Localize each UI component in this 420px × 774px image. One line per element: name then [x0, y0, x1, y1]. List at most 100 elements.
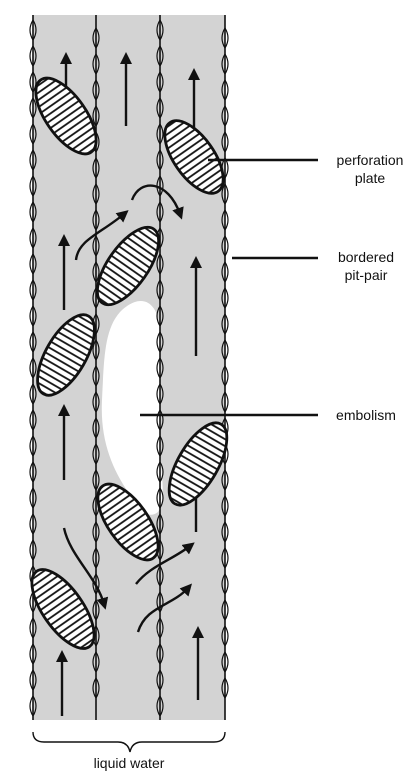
- bordered-pit-icon: [29, 44, 37, 68]
- bordered-pit-icon: [92, 234, 100, 258]
- bordered-pit-icon: [156, 122, 164, 146]
- bordered-pit-icon: [156, 486, 164, 510]
- bordered-pit-icon: [221, 52, 229, 76]
- flow-arrow: [135, 542, 195, 585]
- bordered-pit-icon: [221, 364, 229, 388]
- flow-arrows: [56, 52, 204, 716]
- bordered-pit-icon: [92, 338, 100, 362]
- bordered-pit-icon: [29, 668, 37, 692]
- flow-arrow: [130, 184, 184, 220]
- embolism-label: embolism: [336, 407, 396, 423]
- bordered-pit-icon: [221, 676, 229, 700]
- bordered-pit-icon: [221, 234, 229, 258]
- bordered-pit-icon: [92, 156, 100, 180]
- bordered-pit-icon: [29, 252, 37, 276]
- flow-arrow: [74, 210, 129, 261]
- bordered-pit-icon: [29, 538, 37, 562]
- perforation-plate-icon: [167, 421, 229, 507]
- bordered-pit-icon: [156, 434, 164, 458]
- bordered-pit-icon: [92, 676, 100, 700]
- liquid-water-brace: [32, 731, 226, 753]
- bordered-pit-icon: [221, 130, 229, 154]
- bordered-pit-icon: [156, 512, 164, 536]
- bordered-pit-icon: [29, 486, 37, 510]
- perforation-plate-icon: [30, 568, 96, 650]
- bordered-pit-icon: [29, 226, 37, 250]
- bordered-pit-icon: [29, 512, 37, 536]
- bordered-pit-icon: [92, 416, 100, 440]
- bordered-pit-icon: [29, 694, 37, 718]
- bordered-pit-icon: [92, 546, 100, 570]
- perforation-plate-icon: [36, 313, 96, 397]
- bordered-pit-icon: [156, 564, 164, 588]
- perforation-plate-icon: [96, 225, 160, 307]
- pit-pair-label-2: pit-pair: [345, 267, 388, 283]
- bordered-pit-icon: [29, 434, 37, 458]
- bordered-pit-icon: [92, 390, 100, 414]
- bordered-pit-icon: [156, 694, 164, 718]
- bordered-pit-icon: [221, 494, 229, 518]
- perforation-plates: [30, 76, 229, 650]
- bordered-pit-icon: [92, 468, 100, 492]
- bordered-pit-icon: [29, 356, 37, 380]
- bordered-pit-icon: [92, 104, 100, 128]
- bordered-pit-icon: [156, 252, 164, 276]
- bordered-pit-icon: [29, 200, 37, 224]
- bordered-pit-icon: [156, 382, 164, 406]
- bordered-pit-icon: [156, 356, 164, 380]
- bordered-pit-icon: [156, 148, 164, 172]
- bordered-pit-icon: [221, 468, 229, 492]
- bordered-pit-icon: [92, 78, 100, 102]
- bordered-pit-icon: [29, 70, 37, 94]
- bordered-pit-icon: [221, 598, 229, 622]
- flow-arrow: [62, 527, 109, 610]
- bordered-pit-icon: [221, 546, 229, 570]
- perforation-plate-icon: [34, 76, 98, 156]
- bordered-pit-icon: [221, 650, 229, 674]
- perforation-plate-label-2: plate: [355, 170, 386, 186]
- bordered-pit-icon: [156, 174, 164, 198]
- bordered-pit-icon: [156, 70, 164, 94]
- perforation-plate-icon: [163, 119, 225, 195]
- perforation-plate-label-1: perforation: [337, 152, 404, 168]
- bordered-pit-icon: [156, 460, 164, 484]
- bordered-pit-icon: [221, 260, 229, 284]
- bordered-pit-icon: [156, 616, 164, 640]
- bordered-pit-icon: [156, 668, 164, 692]
- pit-pair-label-1: bordered: [338, 249, 394, 265]
- bordered-pit-icon: [92, 26, 100, 50]
- bordered-pit-icon: [29, 278, 37, 302]
- bordered-pit-icon: [221, 156, 229, 180]
- bordered-pit-icon: [156, 18, 164, 42]
- bordered-pit-icon: [92, 182, 100, 206]
- bordered-pit-icon: [29, 304, 37, 328]
- bordered-pit-icon: [221, 390, 229, 414]
- bordered-pit-icon: [29, 18, 37, 42]
- flow-arrow: [136, 583, 192, 633]
- bordered-pit-icon: [156, 304, 164, 328]
- cell-walls: [29, 15, 229, 720]
- embolism-void: [101, 300, 163, 515]
- bordered-pit-icon: [29, 148, 37, 172]
- bordered-pit-icon: [92, 52, 100, 76]
- bordered-pit-icon: [92, 520, 100, 544]
- bordered-pit-icon: [221, 624, 229, 648]
- bordered-pit-icon: [92, 208, 100, 232]
- bordered-pit-icon: [29, 122, 37, 146]
- bordered-pit-icon: [156, 590, 164, 614]
- bordered-pit-icon: [221, 182, 229, 206]
- bordered-pit-icon: [221, 286, 229, 310]
- bordered-pit-icon: [29, 96, 37, 120]
- bordered-pit-icon: [156, 278, 164, 302]
- bordered-pit-icon: [221, 572, 229, 596]
- bordered-pit-icon: [29, 382, 37, 406]
- bordered-pit-icon: [221, 26, 229, 50]
- bordered-pit-icon: [156, 96, 164, 120]
- bordered-pit-icon: [221, 520, 229, 544]
- bordered-pit-icon: [29, 460, 37, 484]
- bordered-pit-icon: [29, 408, 37, 432]
- liquid-water-label: liquid water: [94, 755, 165, 771]
- bordered-pit-icon: [221, 104, 229, 128]
- bordered-pit-icon: [29, 616, 37, 640]
